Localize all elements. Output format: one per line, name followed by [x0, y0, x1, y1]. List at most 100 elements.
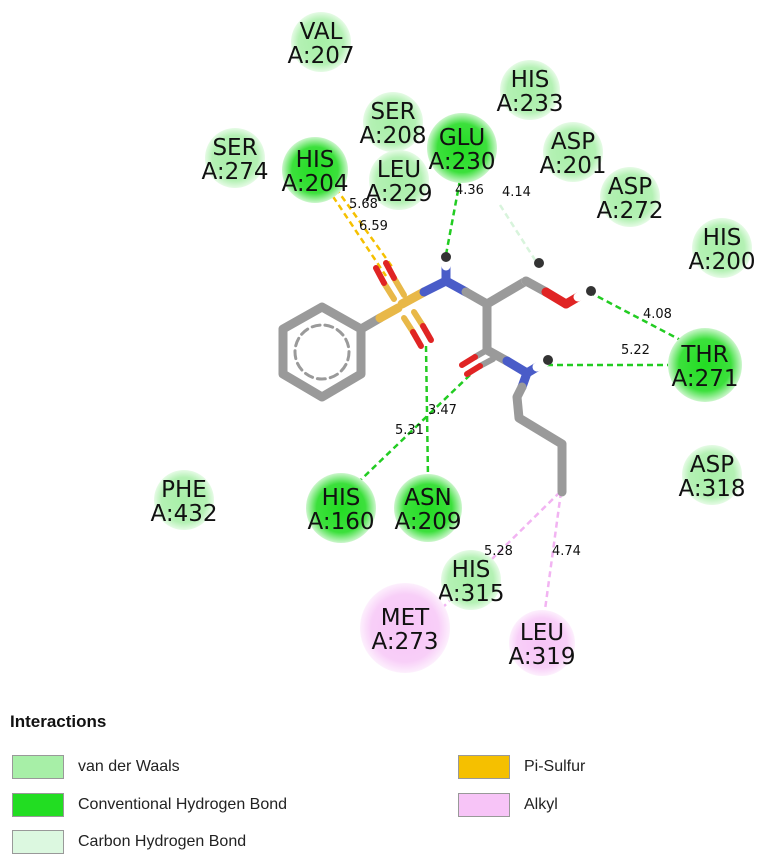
residue-disc [282, 137, 348, 203]
residue-disc [205, 128, 265, 188]
ligand-molecule [278, 252, 596, 497]
residue-disc [543, 122, 603, 182]
residue-name: SER [370, 99, 415, 125]
residue-name: MET [381, 605, 430, 631]
residue-name: HIS [296, 147, 335, 173]
residue-disc [668, 328, 742, 402]
residue-id: A:274 [202, 159, 269, 185]
hydrogen-atom [441, 252, 451, 262]
bond [459, 354, 478, 368]
distance-label: 5.28 [484, 544, 513, 559]
hydrogen-atom [586, 286, 596, 296]
legend-swatch [12, 755, 64, 779]
bond [381, 280, 397, 302]
residue-disc [509, 610, 575, 676]
legend-item-hbond: Conventional Hydrogen Bond [12, 792, 287, 818]
hbond-line [424, 345, 430, 479]
residue-disc [427, 113, 497, 183]
distance-label: 4.36 [455, 183, 484, 198]
residue-disc [363, 92, 423, 152]
hydrogen-atom [543, 355, 553, 365]
residue-id: A:208 [360, 123, 427, 149]
residue-disc [154, 470, 214, 530]
residue-name: ASN [404, 485, 452, 511]
legend-item-pisulfur: Pi-Sulfur [458, 754, 585, 780]
distance-label: 5.22 [621, 343, 650, 358]
residue-id: A:230 [429, 149, 496, 175]
residue-id: A:201 [540, 153, 607, 179]
residue-name: ASP [690, 452, 734, 478]
hbond-line [588, 290, 691, 347]
residue-name: HIS [703, 225, 742, 251]
residue-id: A:209 [395, 509, 462, 535]
bond [383, 260, 397, 281]
legend-label: van der Waals [78, 758, 180, 775]
legend-label: Pi-Sulfur [524, 758, 586, 775]
legend-item-alkyl: Alkyl [458, 792, 558, 818]
bond [375, 303, 403, 323]
bond [482, 276, 531, 309]
residue-name: LEU [520, 620, 564, 646]
residue-id: A:273 [372, 629, 439, 655]
residue-disc [441, 550, 501, 610]
residue-disc [692, 218, 752, 278]
residue-id: A:160 [308, 509, 375, 535]
hbond-line [345, 374, 471, 495]
bond [464, 363, 483, 377]
residue-name: ASP [608, 174, 652, 200]
residue-disc [369, 150, 429, 210]
aromatic-circle [293, 323, 351, 381]
bond [373, 265, 387, 286]
legend-title: Interactions [10, 712, 107, 731]
residue-name: PHE [161, 477, 207, 503]
residue-name: HIS [452, 557, 491, 583]
residue-name: ASP [551, 129, 595, 155]
hydrogen-atom [534, 258, 544, 268]
residue-disc [500, 60, 560, 120]
residue-name: THR [680, 342, 728, 368]
distance-label: 4.74 [552, 544, 581, 559]
residue-name: SER [212, 135, 257, 161]
residue-id: A:272 [597, 198, 664, 224]
legend-label: Carbon Hydrogen Bond [78, 833, 247, 850]
residue-id: A:200 [689, 249, 756, 275]
legend-label: Conventional Hydrogen Bond [78, 796, 288, 813]
carbon-hbond-line [498, 204, 539, 264]
alkyl-line [542, 491, 563, 618]
distance-label: 3.47 [428, 403, 457, 418]
residue-id: A:207 [288, 43, 355, 69]
residue-id: A:271 [672, 366, 739, 392]
hbond-line [443, 179, 462, 261]
residue-id: A:432 [151, 501, 218, 527]
distance-label: 4.14 [502, 185, 531, 200]
legend-item-chbond: Carbon Hydrogen Bond [12, 829, 246, 855]
distance-label: 4.08 [643, 307, 672, 322]
residue-name: LEU [377, 157, 421, 183]
residue-id: A:204 [282, 171, 349, 197]
residue-id: A:319 [509, 644, 576, 670]
distance-labels: 5.68 6.59 4.36 4.14 4.08 5.22 3.47 5.31 … [349, 183, 672, 559]
pi-sulfur-line [328, 179, 395, 269]
bond [410, 329, 424, 349]
legend: Interactions van der Waals Conventional … [10, 712, 755, 862]
residue-name: HIS [322, 485, 361, 511]
legend-swatch [12, 830, 64, 854]
residue-id: A:229 [366, 181, 433, 207]
residue-id: A:315 [438, 581, 505, 607]
legend-item-vdw: van der Waals [12, 754, 180, 780]
